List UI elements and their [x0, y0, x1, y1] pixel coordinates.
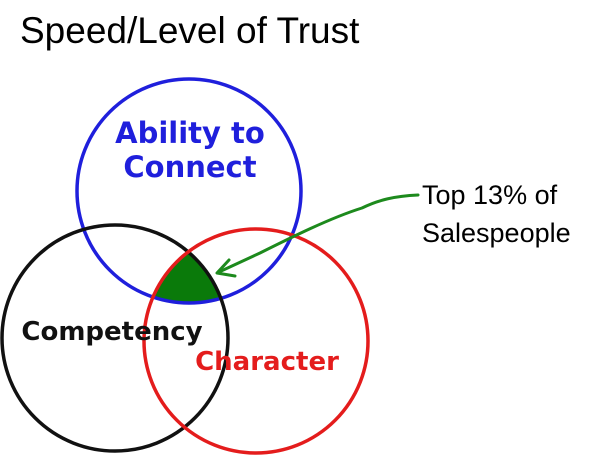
callout-arrow [215, 193, 420, 278]
ability-label-line1: Ability to [115, 116, 265, 150]
ability-label-line2: Connect [123, 150, 256, 184]
ability-circle [75, 77, 303, 305]
callout-arrow-line [217, 193, 420, 274]
overlap-region [144, 229, 228, 303]
callout-text-line2: Salespeople [422, 218, 571, 248]
character-circle [142, 227, 370, 455]
page-title: Speed/Level of Trust [20, 10, 360, 51]
character-label: Character [195, 347, 339, 377]
overlap-region-group [144, 229, 228, 303]
competency-label: Competency [21, 317, 202, 347]
callout-text-line1: Top 13% of [422, 180, 558, 210]
callout-arrow-head [215, 258, 237, 278]
competency-circle [0, 223, 230, 453]
